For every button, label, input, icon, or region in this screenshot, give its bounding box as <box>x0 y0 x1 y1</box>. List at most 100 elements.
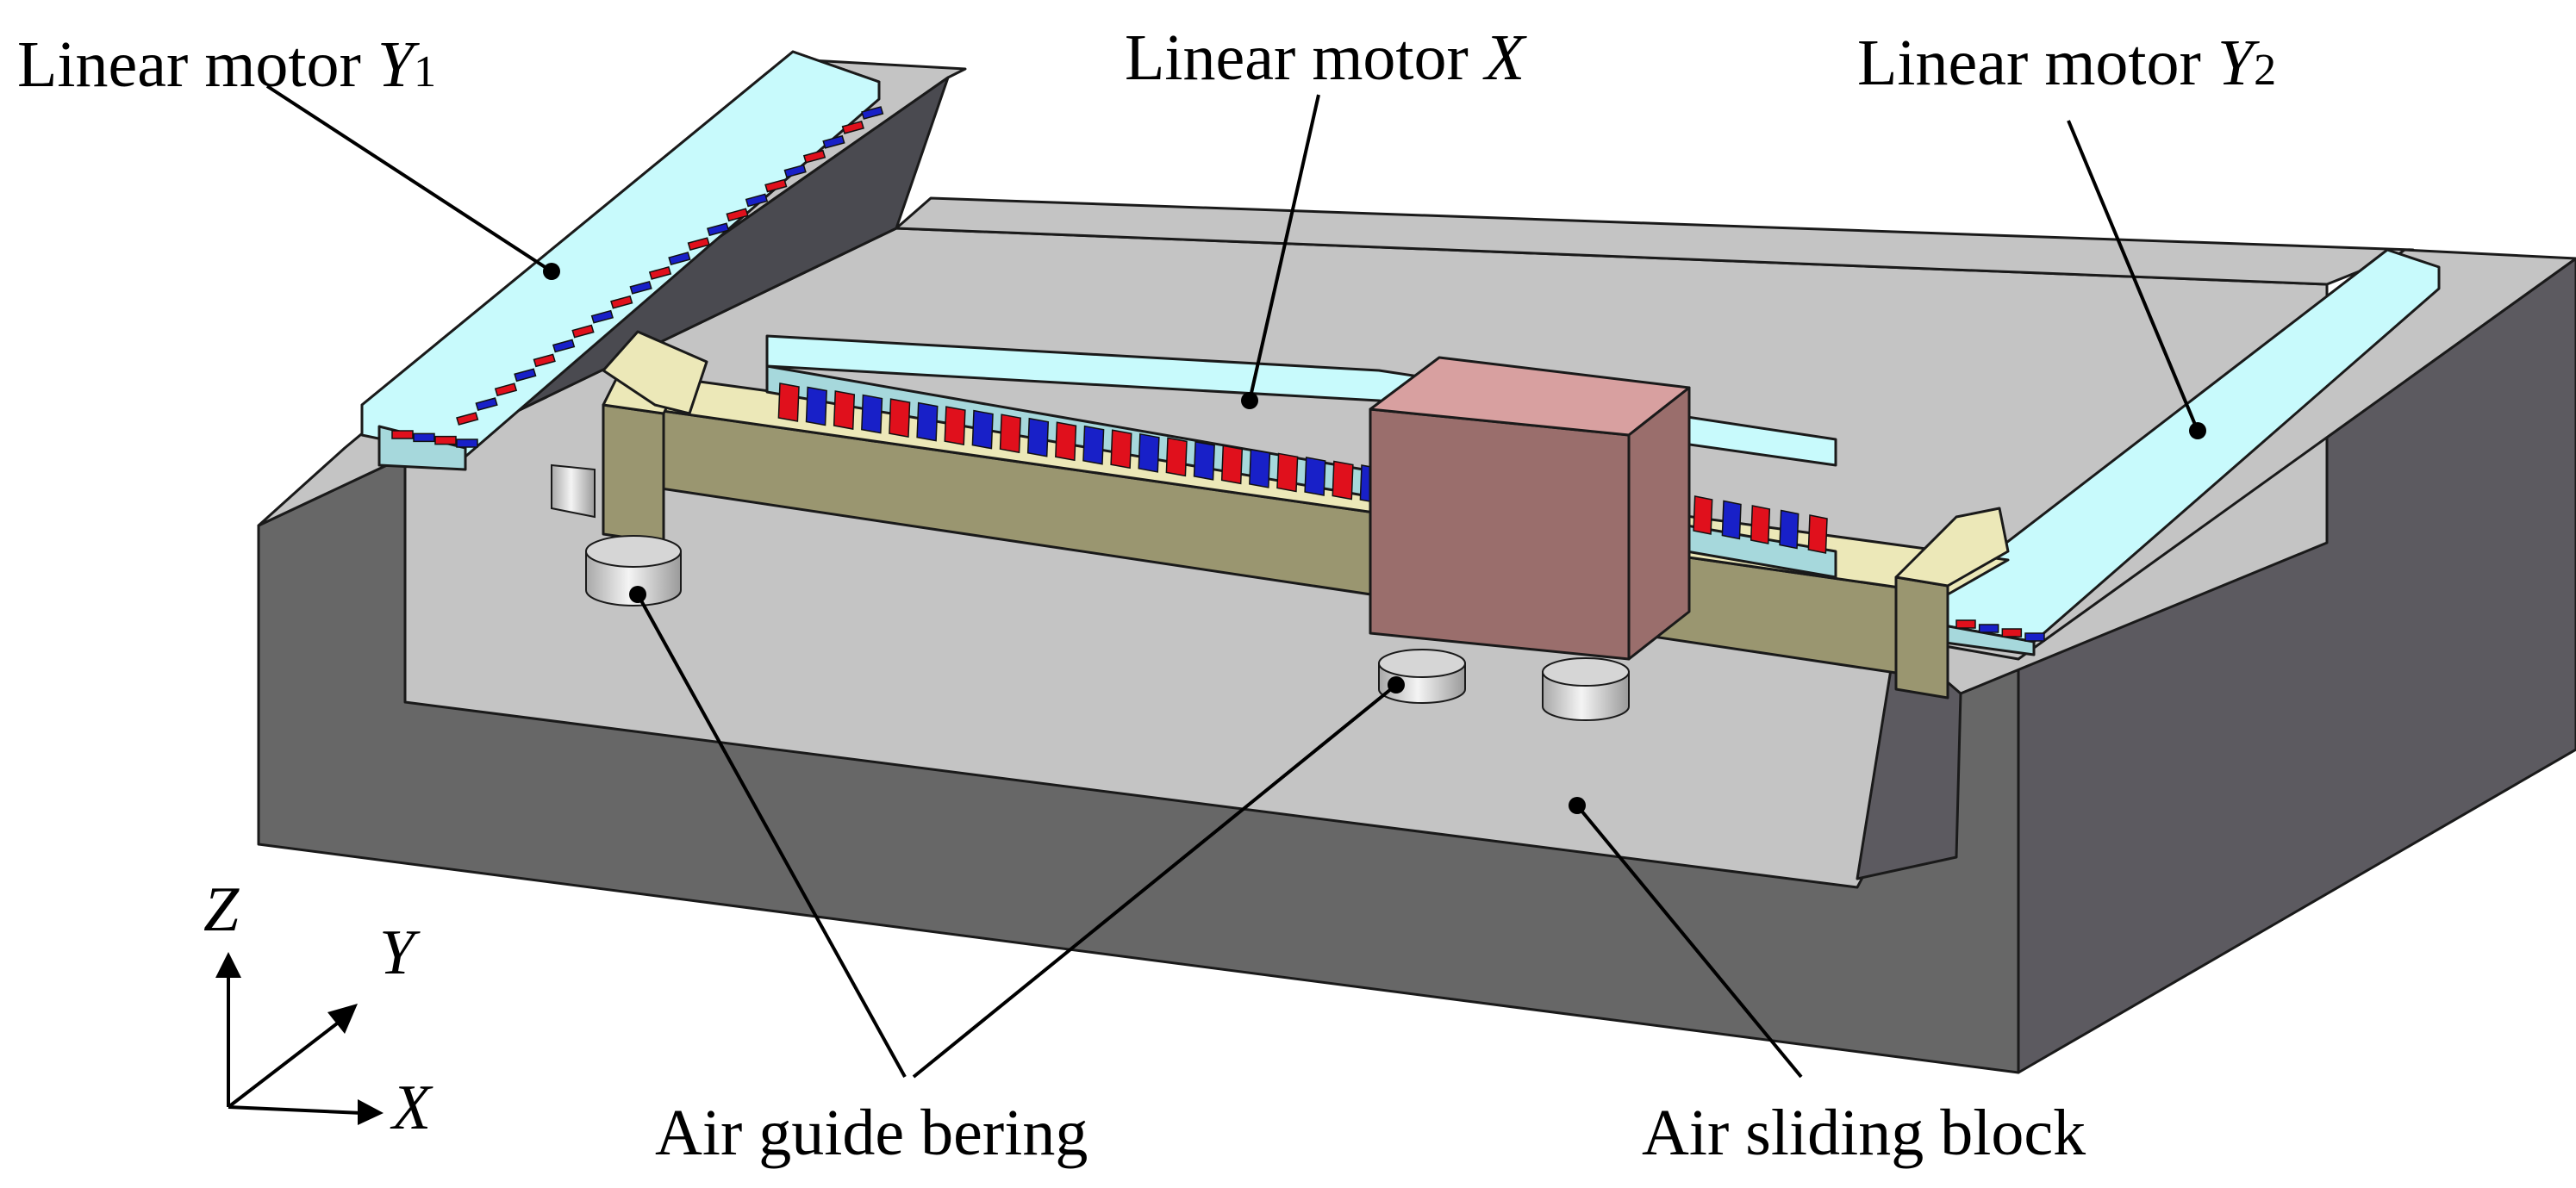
x-axis-line <box>228 1105 363 1115</box>
beam-right-bracket <box>1894 507 2010 588</box>
magnet-segment <box>571 324 595 339</box>
magnet-segment <box>1750 505 1771 544</box>
y2-magnet-track <box>1955 619 2045 642</box>
leader-bearing-middle <box>912 683 1398 1079</box>
magnet-segment <box>764 178 788 193</box>
z-axis-arrow <box>215 952 241 978</box>
magnet-segment <box>1955 619 1976 629</box>
magnet-segment <box>861 394 883 434</box>
label-air-sliding-block: Air sliding block <box>1642 1097 2086 1169</box>
leader-bearing-middle-dot <box>1388 676 1405 694</box>
magnet-segment <box>413 432 435 443</box>
leader-y2 <box>2067 120 2199 432</box>
magnet-segment <box>1276 452 1299 493</box>
label-linear-motor-y2: Linear motor Y2 <box>1857 27 2276 99</box>
magnet-segment <box>1779 509 1799 550</box>
y1-magnet-track <box>391 106 884 448</box>
magnet-segment <box>456 439 478 448</box>
magnet-segment <box>822 134 845 149</box>
magnet-segment <box>833 390 856 430</box>
leader-lines <box>265 84 2206 1079</box>
axis-triad: Z Y X <box>203 874 433 1143</box>
leader-x-dot <box>1241 392 1258 409</box>
x-axis-arrow <box>358 1099 384 1125</box>
beam-right-end <box>1894 575 1949 700</box>
magnet-segment <box>971 409 994 450</box>
magnet-segment <box>861 106 884 120</box>
magnet-segment <box>1249 449 1271 488</box>
magnet-segment <box>802 149 826 164</box>
air-bearing-middle <box>1378 649 1466 704</box>
magnet-segment <box>1693 495 1713 535</box>
magnet-segment <box>841 120 864 134</box>
leader-x <box>1248 94 1320 401</box>
magnet-segment <box>1138 432 1160 473</box>
magnet-segment <box>610 295 633 309</box>
magnet-segment <box>434 435 457 445</box>
magnet-segment <box>777 383 800 422</box>
magnet-segment <box>668 252 691 265</box>
magnet-segment <box>590 309 614 324</box>
magnet-segment <box>687 237 710 252</box>
leader-bearing-left <box>636 594 907 1078</box>
leader-y2-dot <box>2189 422 2206 439</box>
y-axis-line <box>227 1019 342 1109</box>
magnet-segment <box>745 193 769 208</box>
label-linear-motor-y1: Linear motor Y1 <box>17 28 436 101</box>
magnet-segment <box>629 280 652 295</box>
leader-sliding <box>1575 804 1803 1079</box>
beam-left-bracket <box>602 330 708 415</box>
y-axis-label: Y <box>379 917 421 988</box>
slider-side-face <box>1627 386 1691 661</box>
leader-bearing-left-dot <box>629 586 646 603</box>
magnet-segment <box>1165 437 1188 477</box>
magnet-segment <box>494 383 518 397</box>
leader-sliding-dot <box>1569 797 1586 814</box>
magnet-segment <box>1193 440 1215 481</box>
base-right-rail-inner <box>1856 636 1962 880</box>
magnet-segment <box>1978 624 1999 633</box>
magnet-segment <box>1110 429 1132 470</box>
z-axis-label: Z <box>203 874 240 945</box>
magnet-segment <box>1332 460 1354 501</box>
linear-motor-y1 <box>360 50 884 471</box>
magnet-segment <box>2024 632 2045 642</box>
magnet-segment <box>783 164 807 178</box>
air-bearing-right <box>1542 657 1630 721</box>
x-slider-block <box>1369 356 1691 661</box>
beam-left-end <box>602 403 665 544</box>
component-labels: Linear motor Y1 Linear motor X Linear mo… <box>17 22 2276 1169</box>
leader-y1 <box>265 84 553 273</box>
magnet-segment <box>533 353 556 368</box>
air-guide-bearings <box>551 463 1630 721</box>
magnet-segment <box>726 208 749 222</box>
magnet-segment <box>2001 628 2023 638</box>
magnet-segment <box>1721 500 1742 540</box>
magnet-segment <box>944 406 966 446</box>
magnet-segment <box>707 222 730 237</box>
magnet-segment <box>391 430 414 439</box>
magnet-segment <box>514 368 537 383</box>
magnet-segment <box>805 386 827 426</box>
label-air-guide-bearing: Air guide bering <box>655 1097 1088 1169</box>
magnet-segment <box>475 397 498 412</box>
y-axis-arrow <box>327 1004 358 1034</box>
slider-front-face <box>1369 407 1631 661</box>
magnet-segment <box>1807 514 1828 554</box>
x-axis-label: X <box>390 1073 433 1143</box>
air-bearing-side <box>551 463 596 519</box>
magnet-segment <box>1220 445 1244 485</box>
leader-y1-dot <box>543 263 560 280</box>
label-linear-motor-x: Linear motor X <box>1125 22 1527 94</box>
magnet-segment <box>916 401 939 442</box>
magnet-segment <box>552 339 576 353</box>
magnet-segment <box>889 398 911 438</box>
air-bearing-left <box>585 535 682 606</box>
magnet-segment <box>1055 421 1077 462</box>
magnet-segment <box>456 412 479 426</box>
magnet-segment <box>1082 425 1105 465</box>
magnet-segment <box>648 266 672 280</box>
magnet-segment <box>1026 417 1050 457</box>
